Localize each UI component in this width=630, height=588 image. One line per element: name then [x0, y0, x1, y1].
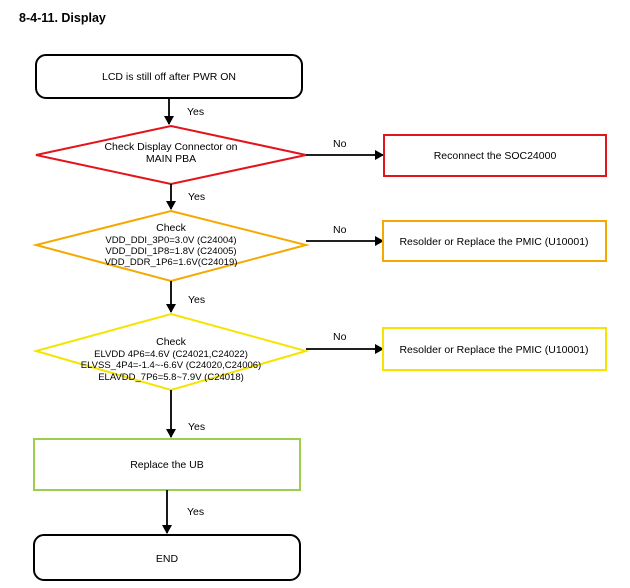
pmic-box-2	[382, 327, 607, 371]
replace-ub-box	[33, 438, 301, 491]
replace-ub-label: Replace the UB	[130, 459, 204, 471]
pmic-label-2: Resolder or Replace the PMIC (U10001)	[399, 344, 588, 356]
step2-line1: Check	[156, 222, 187, 234]
no-label-3: No	[333, 331, 347, 343]
yes-label-2: Yes	[188, 191, 205, 203]
step3-line3: ELVSS_4P4=-1.4~-6.6V (C24020,C24006)	[81, 360, 261, 371]
step1-line2: MAIN PBA	[146, 153, 196, 165]
yes-label-3: Yes	[188, 294, 205, 306]
step3-line4: ELAVDD_7P6=5.8~7.9V (C24018)	[98, 372, 244, 383]
step3-line2: ELVDD 4P6=4.6V (C24021,C24022)	[94, 349, 248, 360]
step2-line2: VDD_DDI_3P0=3.0V (C24004)	[105, 235, 236, 246]
no-label-1: No	[333, 138, 347, 150]
yes-label-5: Yes	[187, 506, 204, 518]
step2-line3: VDD_DDI_1P8=1.8V (C24005)	[105, 246, 236, 257]
reconnect-box	[383, 134, 607, 177]
page-title: 8-4-11. Display	[19, 11, 106, 25]
step3-line1: Check	[156, 336, 187, 348]
step2-line4: VDD_DDR_1P6=1.6V(C24019)	[105, 257, 238, 268]
yes-label-1: Yes	[187, 106, 204, 118]
end-label: END	[156, 553, 179, 565]
pmic-box-1	[382, 220, 607, 262]
pmic-label-1: Resolder or Replace the PMIC (U10001)	[399, 236, 588, 248]
yes-label-4: Yes	[188, 421, 205, 433]
reconnect-label: Reconnect the SOC24000	[434, 150, 557, 162]
start-label: LCD is still off after PWR ON	[102, 71, 236, 83]
no-label-2: No	[333, 224, 347, 236]
step1-line1: Check Display Connector on	[104, 141, 237, 153]
end-box	[33, 534, 301, 581]
